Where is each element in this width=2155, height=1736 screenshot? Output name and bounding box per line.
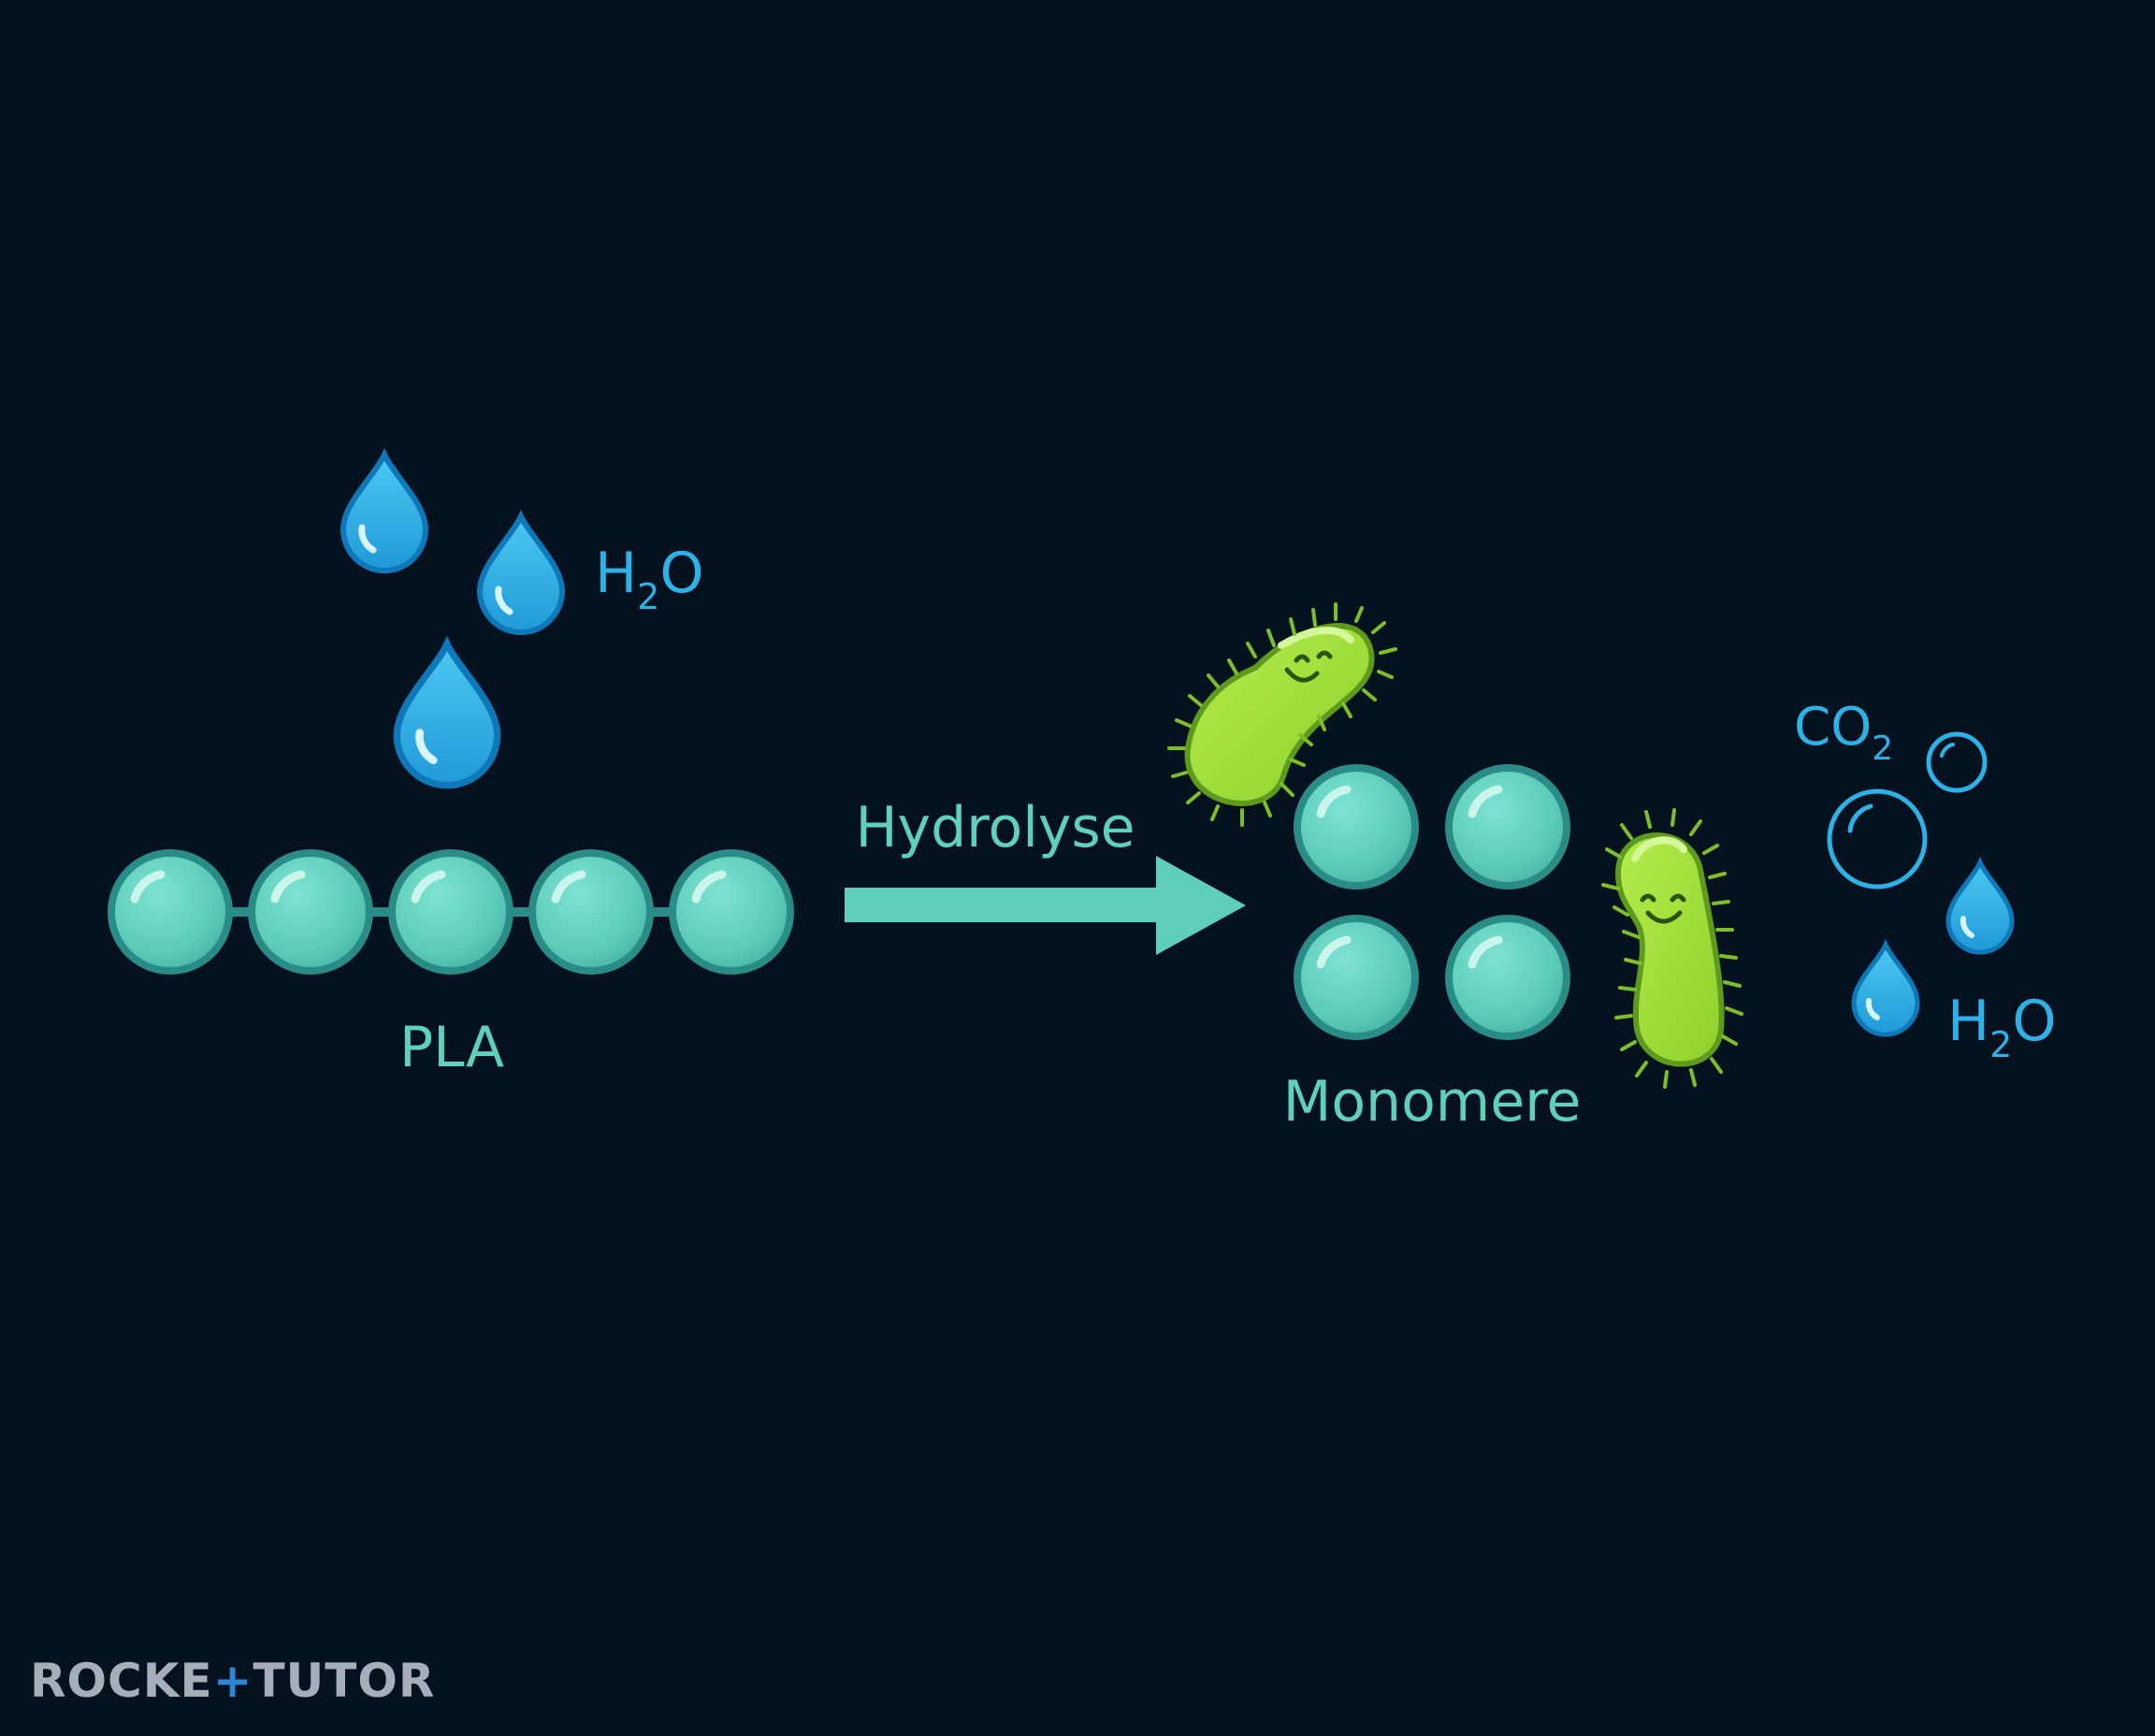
hydrolysis-label: Hydrolyse [855, 795, 1135, 861]
water-label-top: H2O [595, 541, 704, 617]
logo-text-part: R [398, 1654, 436, 1708]
monomer-bead [392, 853, 510, 971]
logo-text-part: TUTO [253, 1654, 398, 1708]
water-drop-group-top [343, 455, 562, 786]
co2-label: CO2 [1794, 697, 1893, 768]
rocketutor-logo: ROCKE+TUTOR [30, 1657, 435, 1704]
arrow-right-icon [845, 856, 1246, 955]
monomer-bead [532, 853, 650, 971]
monomer-cluster [1297, 768, 1567, 1036]
water-label-right: H2O [1947, 989, 2057, 1065]
gas-bubble-icon [1827, 788, 1928, 890]
monomer-bead [111, 853, 229, 971]
monomers-label: Monomere [1283, 1069, 1582, 1135]
logo-text-part: ROCKE [30, 1654, 213, 1708]
water-drop-icon [343, 455, 426, 571]
water-drop-icon [1948, 862, 2012, 952]
bacterium-icon [1601, 808, 1743, 1089]
water-drop-icon [1854, 945, 1917, 1034]
water-drop-icon [480, 516, 562, 632]
gas-bubble-icon [1926, 731, 1988, 793]
monomer-bead [673, 853, 790, 971]
pla-polymer-chain [111, 853, 790, 971]
monomer-bead [1449, 768, 1567, 886]
bacterium-icon [1167, 602, 1397, 827]
monomer-bead [1297, 919, 1415, 1036]
pla-label: PLA [399, 1015, 504, 1080]
water-drop-icon [397, 644, 497, 785]
monomer-bead [252, 853, 369, 971]
monomer-bead [1449, 919, 1567, 1036]
monomer-bead [1297, 768, 1415, 886]
logo-plus-mark: + [212, 1654, 253, 1708]
